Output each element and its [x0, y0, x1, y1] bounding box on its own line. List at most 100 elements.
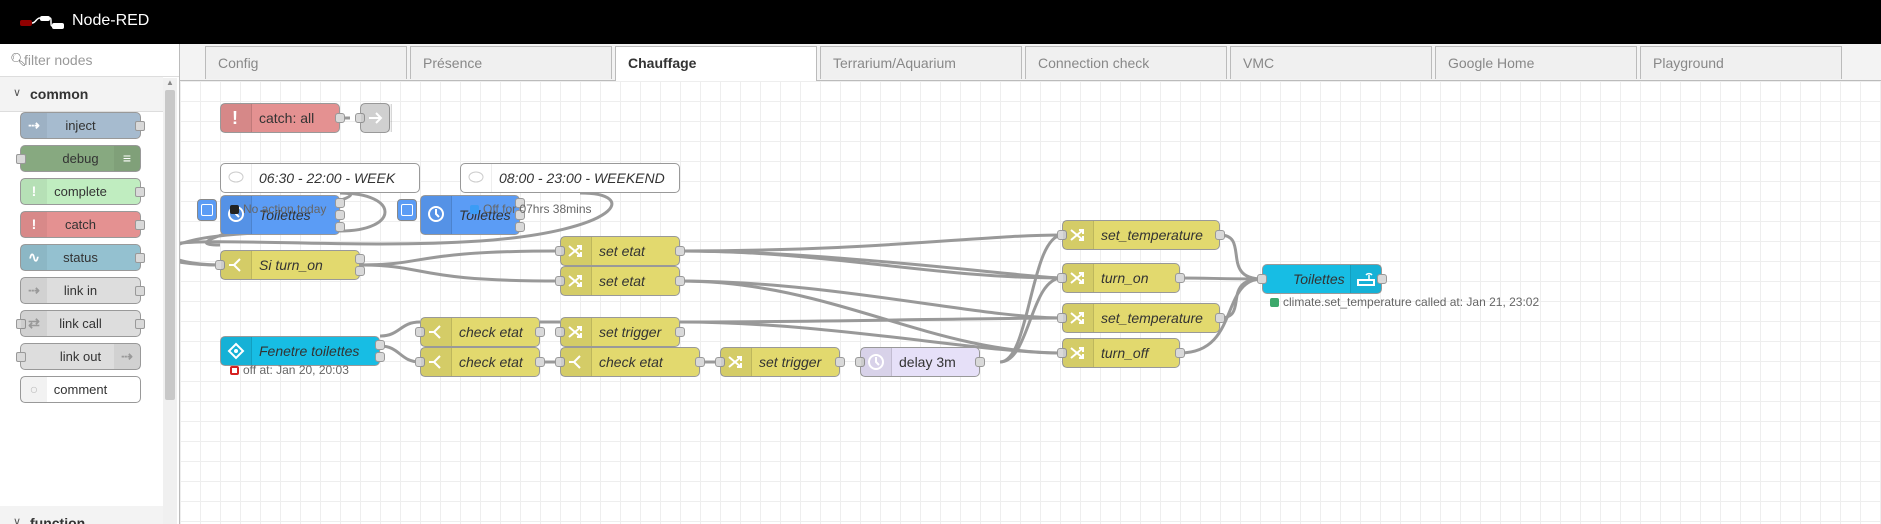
output-port[interactable] — [135, 286, 145, 296]
flow-node-fenetre-toilettes[interactable]: Fenetre toilettes — [220, 336, 385, 366]
flow-node-check-etat-2[interactable]: check etat — [415, 347, 545, 377]
input-port[interactable] — [1057, 230, 1067, 240]
flow-node-turn-off[interactable]: turn_off — [1057, 338, 1185, 368]
palette-node-complete[interactable]: ! complete — [20, 178, 145, 205]
output-port[interactable] — [535, 327, 545, 337]
output-port[interactable] — [135, 253, 145, 263]
flow-node-set-trigger-1[interactable]: set trigger — [555, 317, 685, 347]
output-port[interactable] — [515, 198, 525, 208]
flow-comment-week[interactable]: 06:30 - 22:00 - WEEK — [220, 163, 420, 193]
flow-node-set-temperature-1[interactable]: set_temperature — [1057, 220, 1225, 250]
palette-node-debug[interactable]: debug ≡ — [16, 145, 141, 172]
output-port[interactable] — [695, 357, 705, 367]
flow-node-catch-all[interactable]: ! catch: all — [220, 103, 345, 133]
palette-node-inject[interactable]: ⇢ inject — [20, 112, 145, 139]
output-port[interactable] — [835, 357, 845, 367]
output-port[interactable] — [1175, 273, 1185, 283]
input-port[interactable] — [16, 154, 26, 164]
input-port[interactable] — [1057, 313, 1067, 323]
input-port[interactable] — [1057, 348, 1067, 358]
tab-presence[interactable]: Présence — [410, 46, 612, 79]
input-port[interactable] — [415, 327, 425, 337]
flow-node-scheduler-toilettes-2[interactable]: Toilettes — [420, 195, 525, 235]
input-port[interactable] — [215, 260, 225, 270]
output-port[interactable] — [515, 222, 525, 232]
flow-node-check-etat-1[interactable]: check etat — [415, 317, 545, 347]
input-port[interactable] — [555, 357, 565, 367]
output-port[interactable] — [1215, 230, 1225, 240]
debug-list-icon: ≡ — [114, 146, 140, 171]
flow-node-link-out[interactable] — [355, 103, 392, 133]
palette-node-catch[interactable]: ! catch — [20, 211, 145, 238]
flow-node-delay-3m[interactable]: delay 3m — [855, 347, 985, 377]
node-status: No action today — [230, 202, 326, 216]
input-port[interactable] — [555, 246, 565, 256]
output-port[interactable] — [1377, 274, 1387, 284]
flow-comment-weekend[interactable]: 08:00 - 23:00 - WEEKEND — [460, 163, 680, 193]
input-port[interactable] — [715, 357, 725, 367]
flow-node-si-turn-on[interactable]: Si turn_on — [215, 250, 365, 280]
flow-node-set-temperature-2[interactable]: set_temperature — [1057, 303, 1225, 333]
scroll-up-icon[interactable]: ▲ — [166, 78, 174, 87]
input-port[interactable] — [855, 357, 865, 367]
flow-node-check-etat-3[interactable]: check etat — [555, 347, 705, 377]
palette-search: 🔍︎ — [0, 44, 179, 77]
tab-playground[interactable]: Playground — [1640, 46, 1842, 79]
output-port[interactable] — [135, 220, 145, 230]
filter-nodes-input[interactable] — [22, 48, 166, 72]
category-function[interactable]: ∨ function — [0, 506, 163, 524]
palette-node-link-out[interactable]: link out ⇢ — [16, 343, 141, 370]
flow-node-set-trigger-2[interactable]: set trigger — [715, 347, 845, 377]
output-port[interactable] — [535, 357, 545, 367]
input-port[interactable] — [16, 319, 26, 329]
palette-node-link-call[interactable]: ⇄ link call — [16, 310, 145, 337]
output-port[interactable] — [355, 254, 365, 264]
flow-workspace[interactable]: ! catch: all 06:30 - 22:00 - WEEK 08:00 … — [180, 81, 1881, 524]
tab-connection-check[interactable]: Connection check — [1025, 46, 1227, 79]
output-port[interactable] — [1215, 313, 1225, 323]
tab-google-home[interactable]: Google Home — [1435, 46, 1637, 79]
palette-node-comment[interactable]: ○ comment — [20, 376, 141, 403]
output-port[interactable] — [375, 352, 385, 362]
tab-config[interactable]: Config — [205, 46, 407, 79]
flow-node-set-etat-1[interactable]: set etat — [555, 236, 685, 266]
output-port[interactable] — [335, 222, 345, 232]
node-enable-button[interactable] — [397, 199, 417, 221]
output-port[interactable] — [675, 246, 685, 256]
input-port[interactable] — [555, 276, 565, 286]
scrollbar-thumb[interactable] — [165, 90, 175, 400]
input-port[interactable] — [16, 352, 26, 362]
output-port[interactable] — [675, 327, 685, 337]
category-common[interactable]: ∨ common — [0, 77, 163, 112]
output-port[interactable] — [135, 319, 145, 329]
input-port[interactable] — [415, 357, 425, 367]
node-enable-button[interactable] — [197, 199, 217, 221]
output-port[interactable] — [675, 276, 685, 286]
input-port[interactable] — [555, 327, 565, 337]
palette-scrollbar[interactable]: ▲ — [163, 78, 177, 524]
tab-chauffage[interactable]: Chauffage — [615, 46, 817, 81]
flow-node-scheduler-toilettes-1[interactable]: Toilettes — [220, 195, 345, 235]
tab-terrarium-aquarium[interactable]: Terrarium/Aquarium — [820, 46, 1022, 79]
output-port[interactable] — [1175, 348, 1185, 358]
output-port[interactable] — [515, 210, 525, 220]
output-port[interactable] — [335, 210, 345, 220]
input-port[interactable] — [1257, 274, 1267, 284]
output-port[interactable] — [135, 187, 145, 197]
palette-node-link-in[interactable]: ⇢ link in — [20, 277, 145, 304]
output-port[interactable] — [135, 121, 145, 131]
switch-icon — [421, 348, 452, 376]
flow-node-climate-toilettes[interactable]: Toilettes — [1257, 264, 1387, 294]
palette-node-status[interactable]: ∿ status — [20, 244, 145, 271]
output-port[interactable] — [335, 198, 345, 208]
input-port[interactable] — [355, 113, 365, 123]
output-port[interactable] — [335, 113, 345, 123]
output-port[interactable] — [355, 266, 365, 276]
tab-vmc[interactable]: VMC — [1230, 46, 1432, 79]
wire — [679, 249, 1063, 280]
output-port[interactable] — [975, 357, 985, 367]
flow-node-set-etat-2[interactable]: set etat — [555, 266, 685, 296]
output-port[interactable] — [375, 340, 385, 350]
input-port[interactable] — [1057, 273, 1067, 283]
flow-node-turn-on[interactable]: turn_on — [1057, 263, 1185, 293]
